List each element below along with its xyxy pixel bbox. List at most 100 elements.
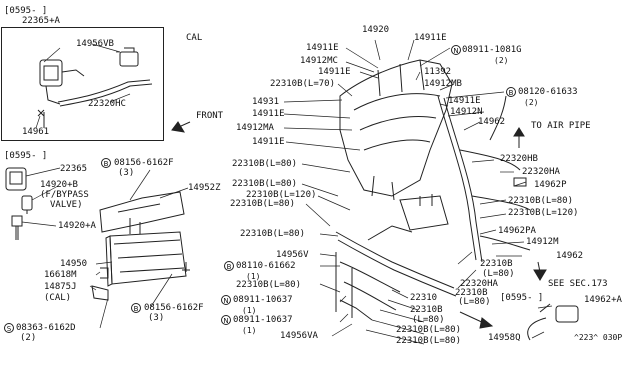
to-air-pipe-label: TO AIR PIPE — [531, 121, 591, 131]
nut-top-label: 08911-1081G — [462, 45, 522, 55]
lower-arrow-icon — [459, 311, 494, 329]
cal-note: CAL — [186, 33, 203, 43]
front-label: FRONT — [196, 111, 224, 121]
part-label-22310b-l80-g: 22310B(L=80) — [396, 325, 462, 335]
part-label-22310b-l80-h: 22310B(L=80) — [396, 336, 462, 346]
part-label-14875j: 14875J — [44, 282, 77, 292]
leader-lines — [21, 39, 553, 345]
bolt3-label: 08110-61662 — [236, 261, 296, 271]
front-arrow-icon — [171, 121, 191, 133]
bracket-14952z — [99, 191, 185, 233]
part-label-14931: 14931 — [252, 97, 280, 107]
part-label-22310b-r120: 22310B(L=120) — [508, 208, 579, 218]
part-label-14962pa: 14962PA — [498, 226, 536, 236]
part-label-22310b-b-len: (L=80) — [482, 269, 515, 279]
part-label-11392: 11392 — [424, 67, 452, 77]
svg-text:B: B — [227, 263, 232, 271]
circle-s-screw: S — [4, 323, 14, 333]
left-sensor-22365 — [5, 167, 27, 191]
see-sec-173-label: SEE SEC.173 — [548, 279, 608, 289]
part-label-14956vb: 14956VB — [76, 39, 114, 49]
right-hoses — [437, 95, 531, 263]
nut2-label: 08911-10637 — [233, 315, 293, 325]
left-valve-14920b — [21, 195, 33, 214]
clamp-16618m — [100, 267, 109, 279]
bolt1-label: 08156-6162F — [114, 158, 174, 168]
part-label-22310b-l80-a: 22310B(L=80) — [232, 159, 298, 169]
part-label-14911e-r: 14911E — [448, 96, 481, 106]
bolt-top-label: 08120-61633 — [518, 87, 578, 97]
circle-b-bolt2: B — [131, 303, 141, 313]
part-label-14911e-d: 14911E — [252, 137, 285, 147]
inset-hose-22320hc — [57, 79, 151, 103]
part-label-14911e-top: 14911E — [414, 33, 447, 43]
part-label-16618m: 16618M — [44, 270, 77, 280]
part-label-22310b-a-len: (L=80) — [412, 315, 445, 325]
bolt-top-qty: (2) — [524, 98, 539, 107]
part-label-14911e-c: 14911E — [252, 109, 285, 119]
svg-text:B: B — [104, 160, 109, 168]
bottom-right-header: [0595- ] — [500, 293, 544, 303]
hose-clip-14962p — [513, 177, 527, 187]
svg-text:B: B — [134, 305, 139, 313]
part-label-22310b-a: 22310B — [410, 305, 443, 315]
bolt2-label: 08156-6162F — [144, 303, 204, 313]
nut2-qty: (1) — [242, 326, 257, 335]
part-note-14875j: (CAL) — [44, 293, 72, 303]
intake-manifold — [339, 59, 453, 201]
part-label-14961: 14961 — [22, 127, 50, 137]
part-label-22365: 22365 — [60, 164, 88, 174]
bolt2-qty: (3) — [148, 313, 165, 323]
lower-valve-assembly — [399, 194, 449, 231]
part-label-14911e-a: 14911E — [306, 43, 339, 53]
circle-n-nut1: N — [221, 295, 231, 305]
part-label-14912m: 14912M — [526, 237, 559, 247]
circle-b-bolt3: B — [224, 261, 234, 271]
inset-clip-14961 — [37, 109, 45, 117]
part-label-22310b-c: 22310B — [455, 288, 488, 298]
inset-valve — [119, 47, 139, 67]
part-label-22310b-r80: 22310B(L=80) — [508, 196, 574, 206]
part-label-14920: 14920 — [362, 25, 390, 35]
part-label-14962a: 14962+A — [584, 295, 622, 305]
svg-text:N: N — [223, 317, 228, 325]
inset-header: [0595- ] — [4, 6, 48, 16]
bolt-right — [182, 262, 190, 272]
bottom-right-valve — [527, 303, 579, 341]
part-label-14920b: 14920+B — [40, 180, 78, 190]
part-label-22310b-l70: 22310B(L=70) — [270, 79, 336, 89]
part-desc-14920b-2: VALVE) — [50, 200, 83, 210]
svg-text:N: N — [453, 47, 458, 55]
part-label-22310b-l80-e: 22310B(L=80) — [236, 280, 302, 290]
svg-text:B: B — [509, 89, 514, 97]
circle-n-nut2: N — [221, 315, 231, 325]
part-label-14958q: 14958Q — [488, 333, 521, 343]
sec173-arrow-icon — [533, 261, 547, 281]
inset-box — [1, 27, 164, 141]
part-label-14962-a: 14962 — [478, 117, 506, 127]
circle-b-bolt-top: B — [506, 87, 516, 97]
inset-canister-sensor — [39, 59, 85, 105]
part-label-14912mc: 14912MC — [300, 56, 338, 66]
part-label-22365a: 22365+A — [22, 16, 60, 26]
left-valve-14920a — [11, 215, 23, 240]
circle-b-bolt1: B — [101, 158, 111, 168]
screw-label: 08363-6162D — [16, 323, 76, 333]
circle-n-nut-top: N — [451, 45, 461, 55]
bracket-14875j — [91, 285, 109, 301]
screw-qty: (2) — [20, 333, 37, 343]
part-label-14920a: 14920+A — [58, 221, 96, 231]
part-label-22310b-b: 22310B — [480, 259, 513, 269]
part-label-22310b-l120-a: 22310B(L=120) — [246, 190, 317, 200]
part-label-22310: 22310 — [410, 293, 438, 303]
nut-top-qty: (2) — [494, 56, 509, 65]
part-label-22320ha: 22320HA — [522, 167, 560, 177]
part-label-22320hb: 22320HB — [500, 154, 538, 164]
left-header: [0595- ] — [4, 151, 48, 161]
part-label-22310b-l80-d: 22310B(L=80) — [240, 229, 306, 239]
inset-hose-22320hc-b — [59, 83, 153, 107]
part-label-14956va: 14956VA — [280, 331, 318, 341]
diagram-code: ^223^ 030P — [574, 333, 623, 342]
canister-14950 — [105, 218, 187, 287]
svg-text:S: S — [7, 325, 12, 333]
